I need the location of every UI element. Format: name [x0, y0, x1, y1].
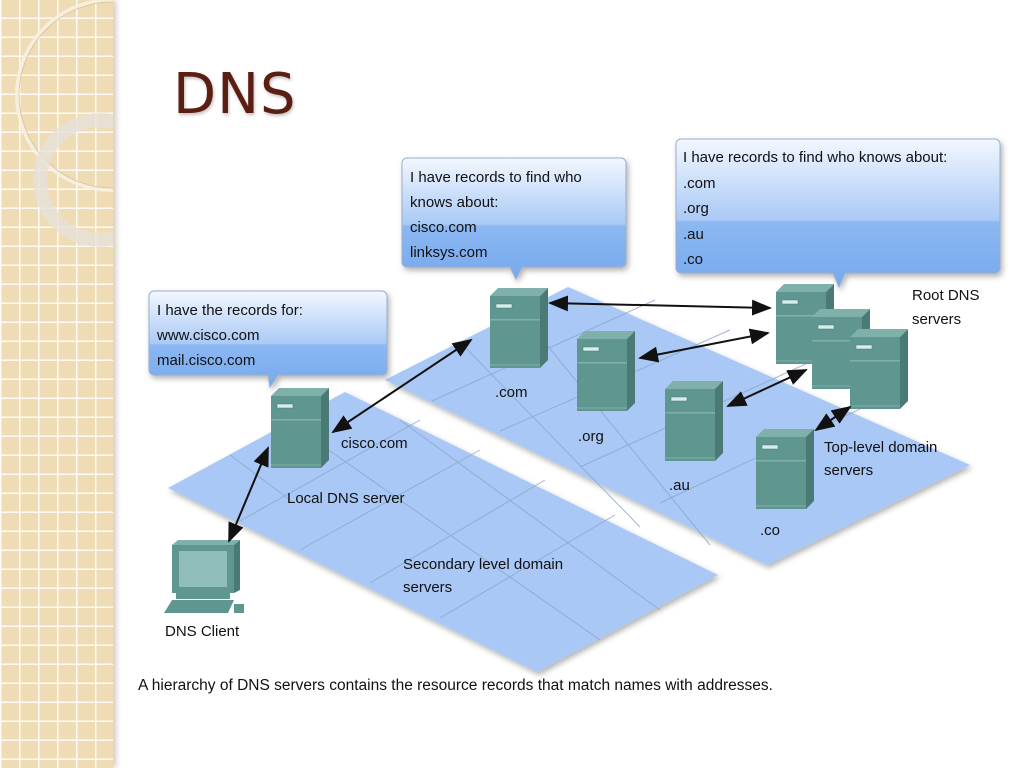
decorative-circles-icon — [15, 0, 113, 247]
root-bubble-line: .com — [683, 175, 716, 192]
local-dns-bubble — [148, 290, 388, 389]
tld-label: Top-level domain — [824, 439, 937, 456]
org-server-icon — [577, 331, 635, 411]
arrow-com-root — [548, 295, 772, 316]
arrow-client-local — [228, 446, 269, 543]
com-server-icon — [490, 288, 548, 368]
secondary-label: Secondary level domain — [403, 556, 563, 573]
arrow-co-root — [814, 405, 852, 432]
arrow-au-root — [726, 369, 808, 407]
slide-caption: A hierarchy of DNS servers contains the … — [138, 677, 773, 694]
root-bubble-line: .au — [683, 226, 704, 243]
root-dns-bubble — [675, 138, 1001, 289]
root-dns-label: servers — [912, 311, 961, 328]
co-server-icon — [756, 429, 814, 509]
root-dns-label: Root DNS — [912, 287, 980, 304]
secondary-label: servers — [403, 579, 452, 596]
com-bubble-line: linksys.com — [410, 244, 488, 261]
cisco-label: cisco.com — [341, 435, 408, 452]
com-label: .com — [495, 384, 528, 401]
com-bubble-line: I have records to find who — [410, 169, 582, 186]
root-bubble-line: .org — [683, 200, 709, 217]
dns-client-label: DNS Client — [165, 623, 240, 640]
co-label: .co — [760, 522, 780, 539]
com-dns-bubble — [401, 157, 627, 281]
arrow-org-root — [638, 328, 770, 363]
dns-client-computer-icon — [164, 540, 244, 613]
local-dns-label: Local DNS server — [287, 490, 405, 507]
au-server-icon — [665, 381, 723, 461]
decorative-sidebar — [0, 0, 113, 768]
org-label: .org — [578, 428, 604, 445]
root-server-icon — [850, 329, 908, 409]
tld-label: servers — [824, 462, 873, 479]
arrow-cisco-com — [331, 338, 473, 434]
local-bubble-line: mail.cisco.com — [157, 352, 255, 369]
au-label: .au — [669, 477, 690, 494]
local-bubble-line: I have the records for: — [157, 302, 303, 319]
connection-arrows — [228, 295, 852, 543]
com-bubble-line: cisco.com — [410, 219, 477, 236]
local-dns-server-icon — [271, 388, 329, 468]
slide-title: DNS — [173, 62, 297, 127]
root-bubble-line: I have records to find who knows about: — [683, 149, 947, 166]
com-bubble-line: knows about: — [410, 194, 498, 211]
local-bubble-line: www.cisco.com — [156, 327, 260, 344]
root-bubble-line: .co — [683, 251, 703, 268]
